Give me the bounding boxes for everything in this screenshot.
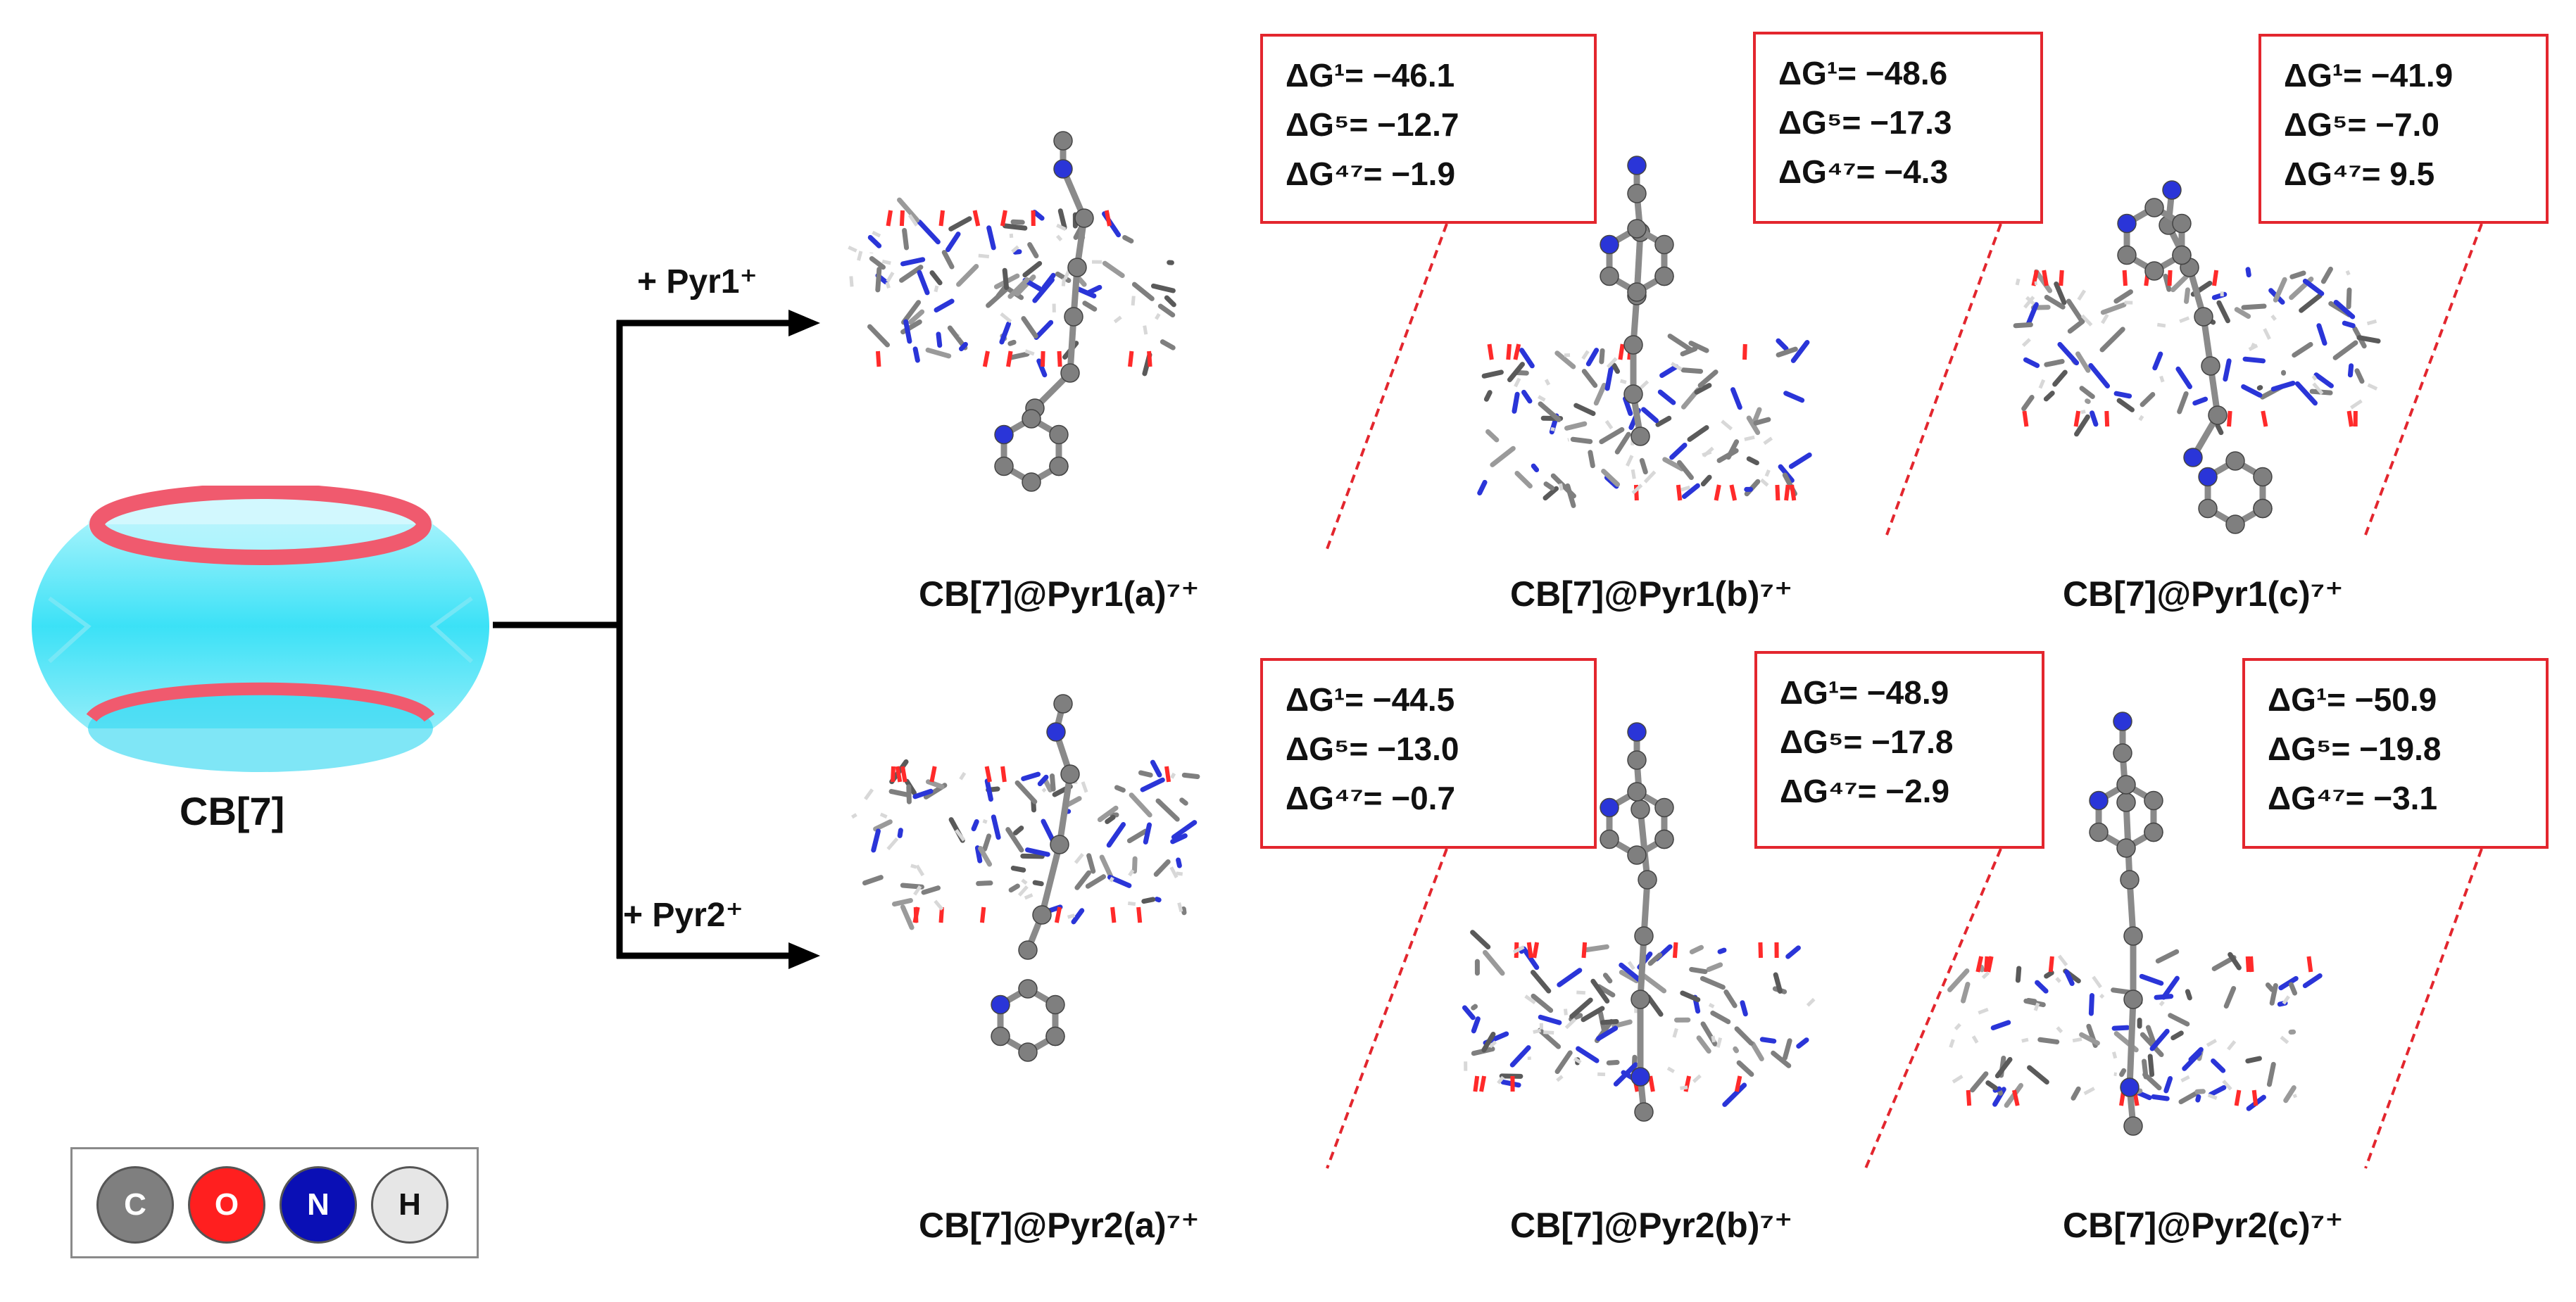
phenyl-ring-pyr1b — [1600, 219, 1674, 302]
dg5-value: ΔG⁵= −7.0 — [2284, 106, 2439, 143]
dg47-value: ΔG⁴⁷= −1.9 — [1286, 156, 1456, 192]
guest-pyr2a — [1018, 694, 1080, 960]
cb7-cage-pyr1c — [2013, 266, 2381, 437]
phenyl-ring-pyr2b — [1600, 782, 1674, 865]
pyridinium-ring-pyr1c — [2198, 451, 2273, 534]
complex-label-pyr1c: CB[7]@Pyr1(c)⁷⁺ — [2063, 574, 2344, 614]
dg5-value: ΔG⁵= −17.8 — [1780, 723, 1954, 760]
legend-nitrogen-atom: N — [279, 1166, 357, 1244]
cb7-host-illustration — [32, 486, 489, 772]
dg47-value: ΔG⁴⁷= 9.5 — [2284, 156, 2435, 192]
leader-line-pyr1b — [1885, 223, 2002, 536]
dg1-value: ΔG¹= −50.9 — [2268, 681, 2437, 718]
dg5-value: ΔG⁵= −19.8 — [2268, 731, 2442, 767]
atom-legend: C O N H — [70, 1147, 479, 1258]
complex-label-pyr2c: CB[7]@Pyr2(c)⁷⁺ — [2063, 1206, 2344, 1245]
guest-pyr2b — [1627, 722, 1657, 1122]
energy-box-pyr2b: ΔG¹= −48.9 ΔG⁵= −17.8 ΔG⁴⁷= −2.9 — [1754, 651, 2044, 849]
legend-carbon-atom: C — [96, 1166, 174, 1244]
dg1-value: ΔG¹= −48.6 — [1778, 55, 1948, 91]
guest-pyr1a — [1025, 131, 1094, 418]
cb7-cage-pyr1a — [848, 197, 1176, 378]
energy-box-pyr1b: ΔG¹= −48.6 ΔG⁵= −17.3 ΔG⁴⁷= −4.3 — [1753, 32, 2043, 224]
dg47-value: ΔG⁴⁷= −0.7 — [1286, 780, 1456, 816]
phenyl-ring-pyr2c — [2089, 775, 2163, 858]
arrow-label-pyr1: + Pyr1⁺ — [637, 263, 758, 301]
dg1-value: ΔG¹= −41.9 — [2284, 57, 2454, 94]
cb7-label: CB[7] — [180, 789, 285, 833]
dg5-value: ΔG⁵= −17.3 — [1778, 104, 1952, 141]
dg47-value: ΔG⁴⁷= −3.1 — [2268, 780, 2438, 816]
complex-label-pyr2b: CB[7]@Pyr2(b)⁷⁺ — [1510, 1206, 1793, 1245]
cb7-cage-pyr1b — [1477, 334, 1812, 508]
pyridinium-ring-pyr2a — [991, 979, 1065, 1062]
dg5-value: ΔG⁵= −12.7 — [1286, 106, 1459, 143]
energy-box-pyr2c: ΔG¹= −50.9 ΔG⁵= −19.8 ΔG⁴⁷= −3.1 — [2242, 658, 2549, 849]
leader-line-pyr2b — [1864, 848, 2002, 1169]
leader-line-pyr1a — [1326, 223, 1448, 550]
dg1-value: ΔG¹= −48.9 — [1780, 674, 1949, 711]
cb7-cage-pyr2b — [1462, 930, 1816, 1107]
legend-oxygen-atom: O — [188, 1166, 265, 1244]
complex-label-pyr2a: CB[7]@Pyr2(a)⁷⁺ — [919, 1206, 1200, 1245]
cb7-cage-pyr2a — [850, 759, 1200, 930]
leader-line-pyr2c — [2364, 848, 2483, 1169]
dg1-value: ΔG¹= −46.1 — [1286, 57, 1455, 94]
dg1-value: ΔG¹= −44.5 — [1286, 681, 1455, 718]
energy-box-pyr2a: ΔG¹= −44.5 ΔG⁵= −13.0 ΔG⁴⁷= −0.7 — [1260, 658, 1597, 849]
energy-box-pyr1c: ΔG¹= −41.9 ΔG⁵= −7.0 ΔG⁴⁷= 9.5 — [2258, 34, 2549, 224]
dg47-value: ΔG⁴⁷= −2.9 — [1780, 773, 1950, 809]
phenyl-ring-pyr1c — [2117, 198, 2192, 281]
complex-label-pyr1a: CB[7]@Pyr1(a)⁷⁺ — [919, 574, 1200, 614]
complex-label-pyr1b: CB[7]@Pyr1(b)⁷⁺ — [1510, 574, 1793, 614]
legend-hydrogen-atom: H — [371, 1166, 448, 1244]
energy-box-pyr1a: ΔG¹= −46.1 ΔG⁵= −12.7 ΔG⁴⁷= −1.9 — [1260, 34, 1597, 224]
pyridinium-ring-pyr1a — [994, 409, 1069, 492]
dg5-value: ΔG⁵= −13.0 — [1286, 731, 1459, 767]
leader-line-pyr1c — [2364, 223, 2483, 536]
arrow-label-pyr2: + Pyr2⁺ — [623, 897, 743, 934]
dg47-value: ΔG⁴⁷= −4.3 — [1778, 153, 1949, 190]
leader-line-pyr2a — [1326, 848, 1448, 1169]
